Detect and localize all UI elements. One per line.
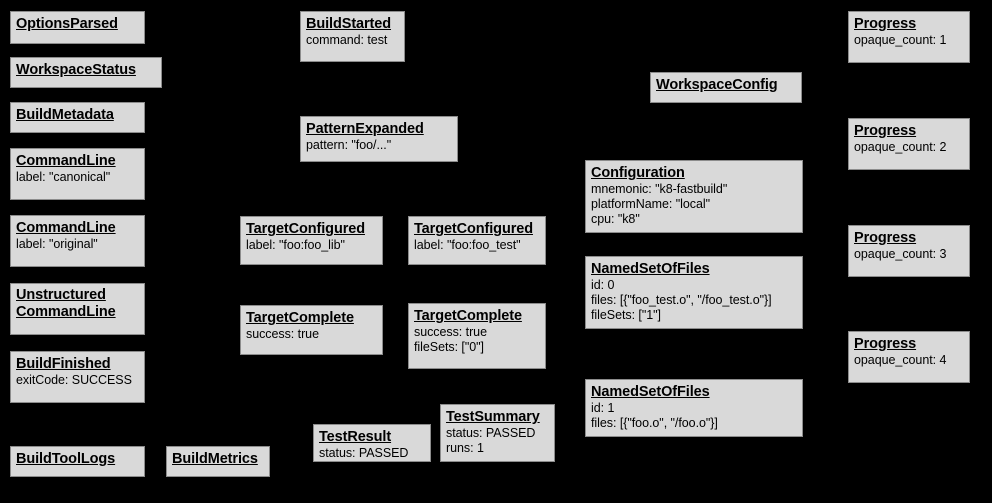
node-title-row: TargetComplete [246, 309, 377, 327]
node-title: TargetConfigured [414, 221, 533, 237]
node-fields: id: 0 files: [{"foo_test.o", "/foo_test.… [591, 278, 772, 322]
node-fields: mnemonic: "k8-fastbuild" platformName: "… [591, 182, 728, 226]
node-title: TestResult [319, 429, 392, 445]
node-title-row: BuildFinished [16, 355, 139, 373]
node-title-row: NamedSetOfFiles [591, 383, 797, 401]
node-title: Progress [854, 123, 917, 139]
node-title-row: TargetComplete [414, 307, 540, 325]
node-title: BuildMetadata [16, 107, 114, 123]
node-title: Progress [854, 336, 917, 352]
node-fields: opaque_count: 1 [854, 33, 947, 47]
node-title-row: Progress [854, 122, 964, 140]
node-title-row: TargetConfigured [246, 220, 377, 238]
node-fields: exitCode: SUCCESS [16, 373, 132, 387]
node-fields: label: "original" [16, 237, 98, 251]
node-title: Progress [854, 230, 917, 246]
node-fields: status: PASSED [319, 446, 409, 460]
node-build-metadata[interactable]: BuildMetadata [10, 102, 145, 133]
node-fields: opaque_count: 4 [854, 353, 947, 367]
node-title: TargetComplete [246, 310, 354, 326]
node-fields: command: test [306, 33, 388, 47]
node-fields: status: PASSED runs: 1 [446, 426, 536, 455]
node-workspace-status[interactable]: WorkspaceStatus [10, 57, 162, 88]
node-title-row: Progress [854, 335, 964, 353]
node-title-row: BuildMetadata [16, 106, 139, 124]
node-title-row: TargetConfigured [414, 220, 540, 238]
node-title-row: BuildMetrics [172, 450, 264, 468]
node-title: BuildFinished [16, 356, 111, 372]
node-title: WorkspaceStatus [16, 62, 136, 78]
node-unstructured-command-line[interactable]: Unstructured CommandLine [10, 283, 145, 335]
node-title-row: TestResult [319, 428, 425, 446]
node-fields: label: "foo:foo_test" [414, 238, 521, 252]
node-title-row: WorkspaceStatus [16, 61, 156, 79]
node-title: BuildToolLogs [16, 451, 116, 467]
node-title-row: CommandLine [16, 152, 139, 170]
node-title: TargetComplete [414, 308, 522, 324]
node-title-row: NamedSetOfFiles [591, 260, 797, 278]
node-fields: id: 1 files: [{"foo.o", "/foo.o"}] [591, 401, 718, 430]
node-fields: opaque_count: 2 [854, 140, 947, 154]
node-fields: success: true [246, 327, 319, 341]
node-fields: success: true fileSets: ["0"] [414, 325, 487, 354]
node-title: BuildMetrics [172, 451, 258, 467]
node-title-row: Progress [854, 229, 964, 247]
node-title: WorkspaceConfig [656, 77, 778, 93]
node-workspace-config[interactable]: WorkspaceConfig [650, 72, 802, 103]
node-title: TargetConfigured [246, 221, 365, 237]
node-title-row: Configuration [591, 164, 797, 182]
node-title-row: BuildToolLogs [16, 450, 139, 468]
node-title-row: BuildStarted [306, 15, 399, 33]
node-fields: label: "foo:foo_lib" [246, 238, 345, 252]
node-title: Progress [854, 16, 917, 32]
node-build-metrics[interactable]: BuildMetrics [166, 446, 270, 477]
node-title: TestSummary [446, 409, 540, 425]
node-title: BuildStarted [306, 16, 392, 32]
node-title-row: TestSummary [446, 408, 549, 426]
node-title: Configuration [591, 165, 685, 181]
node-title-row: OptionsParsed [16, 15, 139, 33]
node-title: NamedSetOfFiles [591, 384, 710, 400]
node-title: Unstructured CommandLine [16, 287, 116, 320]
node-title-row: PatternExpanded [306, 120, 452, 138]
node-title: CommandLine [16, 220, 116, 236]
node-options-parsed[interactable]: OptionsParsed [10, 11, 145, 44]
node-title: PatternExpanded [306, 121, 424, 137]
node-title: OptionsParsed [16, 16, 118, 32]
node-build-tool-logs[interactable]: BuildToolLogs [10, 446, 145, 477]
node-title: CommandLine [16, 153, 116, 169]
node-title-row: WorkspaceConfig [656, 76, 796, 94]
node-fields: pattern: "foo/..." [306, 138, 392, 152]
node-fields: label: "canonical" [16, 170, 111, 184]
node-title-row: CommandLine [16, 219, 139, 237]
node-title: NamedSetOfFiles [591, 261, 710, 277]
node-title-row: Unstructured CommandLine [16, 287, 139, 321]
node-fields: opaque_count: 3 [854, 247, 947, 261]
node-title-row: Progress [854, 15, 964, 33]
